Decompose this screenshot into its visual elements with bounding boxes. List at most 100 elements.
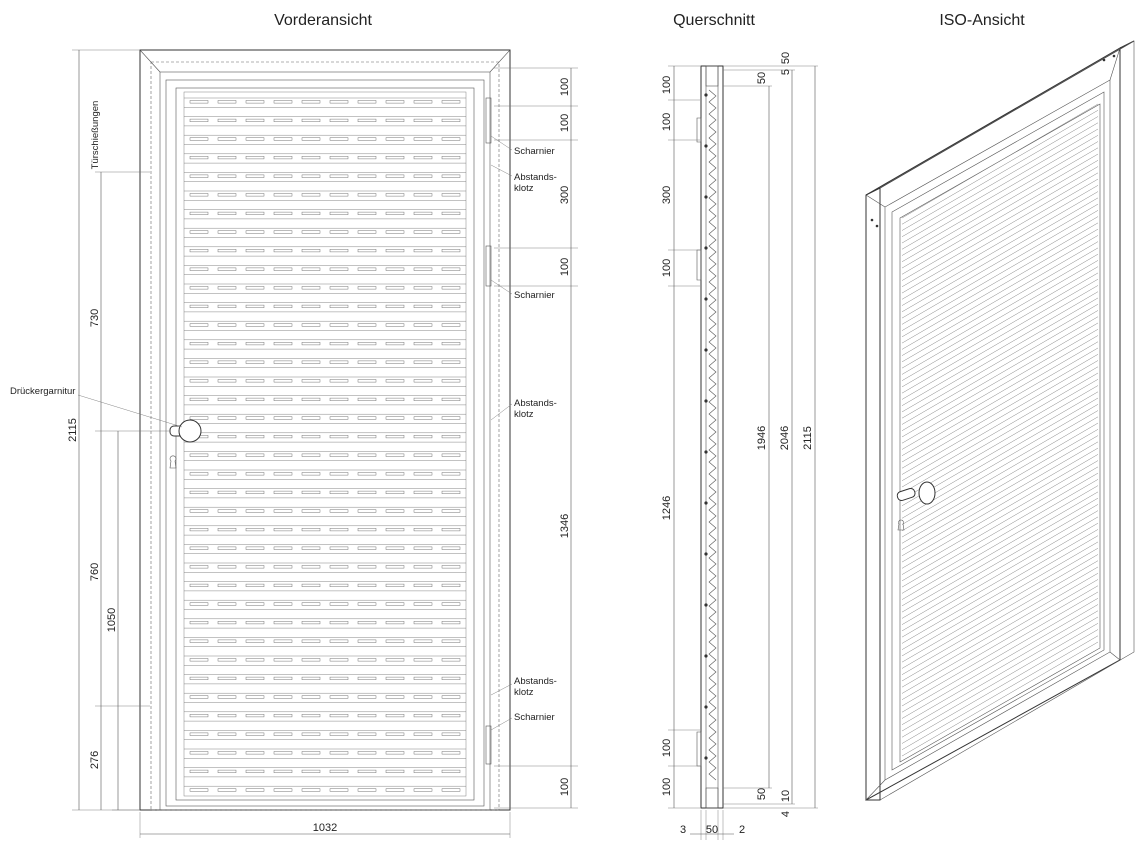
iso-louver-slat: [901, 310, 1099, 425]
sect-dim-bottom-10: 10: [780, 790, 792, 802]
sect-dim-bottom-4: 4: [780, 811, 792, 817]
frame-miter-top: [139, 49, 511, 73]
iso-louver-slat: [901, 641, 1099, 757]
iso-louver-slat: [901, 491, 1099, 607]
dim-right-100-a: 100: [559, 78, 571, 96]
hinges-front: [485, 97, 492, 765]
sect-dim-top-50-a: 50: [756, 72, 768, 84]
iso-view-title: ISO-Ansicht: [939, 12, 1025, 29]
iso-louver-slat: [901, 366, 1099, 481]
dim-total-height: 2115: [67, 418, 79, 442]
iso-louver-slat: [901, 623, 1099, 738]
spacer-dot: [704, 297, 708, 301]
louver-slots: [189, 751, 461, 755]
louver-slots: [189, 360, 461, 364]
note-hinge-3: Scharnier: [514, 712, 555, 723]
front-view-title: Vorderansicht: [274, 12, 372, 29]
iso-louver-slat: [901, 466, 1099, 582]
spacer-dot: [704, 603, 708, 607]
section-bottom-profile: [705, 787, 719, 809]
iso-louver-slat: [901, 391, 1099, 506]
sect-width-2: 2: [739, 824, 745, 836]
section-top-profile: [705, 65, 719, 87]
louver-slots: [189, 676, 461, 680]
iso-frame-side: [865, 40, 1135, 801]
louver-slots: [189, 249, 461, 253]
louver-slots: [189, 509, 461, 513]
door-frame-inner: [159, 71, 491, 811]
iso-louver-slat: [901, 591, 1099, 707]
sect-dim-100-d: 100: [661, 739, 673, 757]
sect-dim-2115: 2115: [802, 426, 814, 450]
iso-louver-slat: [901, 416, 1099, 531]
iso-louver-slat: [901, 410, 1099, 525]
section-spacer-dots: [704, 93, 708, 760]
spacer-dot: [704, 756, 708, 760]
front-right-dimensions: 100 100 300 100 1346 100: [494, 67, 578, 809]
hinge-middle: [485, 245, 492, 287]
iso-louver-slat: [901, 166, 1099, 281]
section-view-title: Querschnitt: [673, 12, 755, 29]
iso-louver-slat: [901, 604, 1099, 719]
spacer-dot: [704, 501, 708, 505]
louver-slots: [189, 732, 461, 736]
louver-slots: [189, 714, 461, 718]
front-left-dimensions: 2115 Türschießungen 730 760 1050 276: [67, 49, 170, 811]
iso-louver-slat: [901, 535, 1099, 650]
iso-louver-slat: [901, 566, 1099, 682]
louver-slots: [189, 230, 461, 234]
louver-slots: [189, 137, 461, 141]
iso-louver-slat: [901, 379, 1099, 494]
louver-slots: [189, 490, 461, 494]
section-view: 100 100 300 100 1246 100 100 50 5 50 194…: [661, 52, 818, 840]
spacer-dot: [704, 654, 708, 658]
iso-louver-slat: [901, 529, 1099, 644]
louver-slots: [189, 323, 461, 327]
louver-slots: [189, 397, 461, 401]
louver-slots: [189, 156, 461, 160]
section-frame: [700, 65, 724, 809]
louver-slots: [189, 602, 461, 606]
iso-louver-slat: [901, 278, 1099, 394]
dim-276: 276: [89, 751, 101, 769]
note-hinge-2: Scharnier: [514, 290, 555, 301]
iso-louver-slat: [901, 185, 1099, 300]
iso-louver-slat: [901, 216, 1099, 331]
note-handle-set: Drückergarnitur: [10, 386, 75, 397]
iso-leaf: [891, 91, 1105, 771]
spacer-dot: [704, 144, 708, 148]
louver-slots: [189, 342, 461, 346]
note-spacer-3-line2: klotz: [514, 687, 534, 698]
sect-dim-bottom-50: 50: [756, 788, 768, 800]
note-spacer-3-line1: Abstands-: [514, 676, 557, 687]
sect-dim-300: 300: [661, 186, 673, 204]
sect-dim-top-50-b: 50: [780, 52, 792, 64]
iso-handle-rose: [918, 481, 936, 505]
louver-slots: [189, 583, 461, 587]
iso-louver-slat: [901, 435, 1099, 550]
sect-dim-1246: 1246: [661, 496, 673, 520]
iso-louver-slat: [901, 322, 1099, 438]
iso-louver-slat: [901, 135, 1099, 250]
iso-louver-slat: [901, 598, 1099, 713]
note-spacer-1-line2: klotz: [514, 183, 534, 194]
louver-slats: [184, 97, 466, 792]
iso-louver-slat: [901, 497, 1099, 613]
louver-slots: [189, 416, 461, 420]
spacer-dot: [704, 348, 708, 352]
iso-louver-slat: [901, 360, 1099, 475]
iso-louver-slat: [901, 472, 1099, 588]
dim-width-1032: 1032: [313, 822, 337, 834]
sect-width-50: 50: [706, 824, 718, 836]
iso-louver-slat: [901, 560, 1099, 675]
iso-frame-inner: [884, 79, 1111, 781]
iso-louver-slat: [901, 228, 1099, 344]
iso-louver-slat: [901, 116, 1099, 231]
dim-1050: 1050: [106, 608, 118, 632]
louver-slots: [189, 546, 461, 550]
iso-louver-slat: [901, 247, 1099, 363]
iso-louver-slat: [901, 522, 1099, 638]
hinge-top: [485, 97, 492, 144]
louver-slots: [189, 453, 461, 457]
note-spacer-1-line1: Abstands-: [514, 172, 557, 183]
